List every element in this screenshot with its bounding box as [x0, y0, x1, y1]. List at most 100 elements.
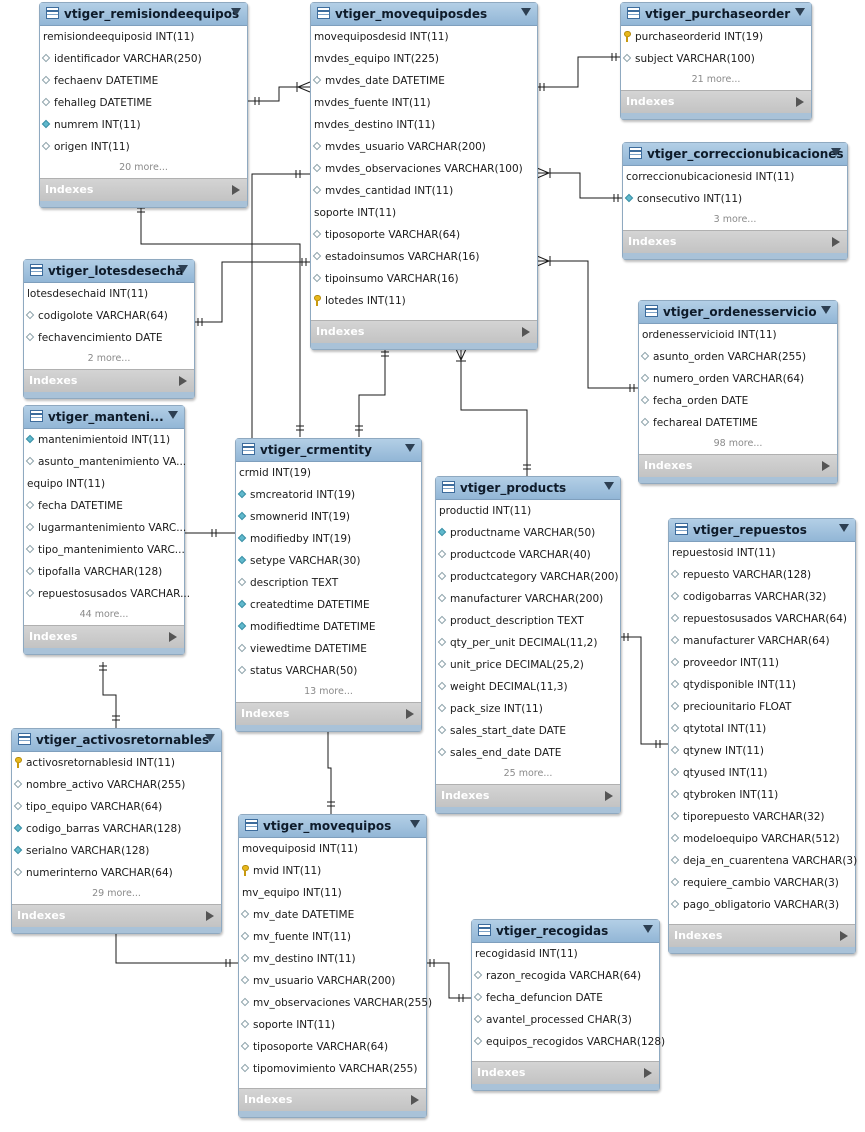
column-row[interactable]: fechaenv DATETIME — [40, 70, 247, 92]
column-row[interactable]: pack_size INT(11) — [436, 698, 620, 720]
column-row[interactable]: product_description TEXT — [436, 610, 620, 632]
column-row[interactable]: tiposoporte VARCHAR(64) — [239, 1036, 426, 1058]
indexes-footer[interactable]: Indexes — [24, 625, 184, 648]
column-row[interactable]: tiporepuesto VARCHAR(32) — [669, 806, 855, 828]
more-columns-label[interactable]: 98 more... — [713, 438, 763, 449]
column-row[interactable]: qtydisponible INT(11) — [669, 674, 855, 696]
table-header[interactable]: vtiger_recogidas — [472, 920, 659, 943]
column-row[interactable]: description TEXT — [236, 572, 421, 594]
expand-arrow-icon[interactable] — [822, 461, 830, 471]
indexes-footer[interactable]: Indexes — [623, 230, 847, 253]
collapse-arrow-icon[interactable] — [178, 265, 188, 273]
column-row[interactable]: movequiposdesid INT(11) — [311, 26, 537, 48]
column-row[interactable]: modifiedtime DATETIME — [236, 616, 421, 638]
column-row[interactable]: tipoinsumo VARCHAR(16) — [311, 268, 537, 290]
expand-arrow-icon[interactable] — [644, 1068, 652, 1078]
indexes-footer[interactable]: Indexes — [669, 924, 855, 947]
column-row[interactable]: proveedor INT(11) — [669, 652, 855, 674]
column-row[interactable]: fecha DATETIME — [24, 495, 184, 517]
table-header[interactable]: vtiger_ordenesservicio — [639, 301, 837, 324]
column-row[interactable]: remisiondeequiposid INT(11) — [40, 26, 247, 48]
column-row[interactable]: repuesto VARCHAR(128) — [669, 564, 855, 586]
more-columns-label[interactable]: 20 more... — [119, 162, 168, 173]
column-row[interactable]: fecha_orden DATE — [639, 390, 837, 412]
column-row[interactable]: productcode VARCHAR(40) — [436, 544, 620, 566]
column-row[interactable]: serialno VARCHAR(128) — [12, 840, 221, 862]
collapse-arrow-icon[interactable] — [795, 8, 805, 16]
column-row[interactable]: activosretornablesid INT(11) — [12, 752, 221, 774]
expand-arrow-icon[interactable] — [169, 632, 177, 642]
column-row[interactable]: mvdes_destino INT(11) — [311, 114, 537, 136]
column-row[interactable]: status VARCHAR(50) — [236, 660, 421, 682]
column-row[interactable]: origen INT(11) — [40, 136, 247, 158]
column-row[interactable]: setype VARCHAR(30) — [236, 550, 421, 572]
column-row[interactable]: movequiposid INT(11) — [239, 838, 426, 860]
table-header[interactable]: vtiger_products — [436, 477, 620, 500]
column-row[interactable]: avantel_processed CHAR(3) — [472, 1009, 659, 1031]
column-row[interactable]: mvdes_cantidad INT(11) — [311, 180, 537, 202]
indexes-footer[interactable]: Indexes — [12, 904, 221, 927]
indexes-footer[interactable]: Indexes — [40, 178, 247, 201]
column-row[interactable]: mvdes_date DATETIME — [311, 70, 537, 92]
column-row[interactable]: qtynew INT(11) — [669, 740, 855, 762]
column-row[interactable]: tipo_equipo VARCHAR(64) — [12, 796, 221, 818]
column-row[interactable]: fehalleg DATETIME — [40, 92, 247, 114]
column-row[interactable]: qtyused INT(11) — [669, 762, 855, 784]
column-row[interactable]: modeloequipo VARCHAR(512) — [669, 828, 855, 850]
column-row[interactable]: sales_end_date DATE — [436, 742, 620, 764]
expand-arrow-icon[interactable] — [796, 97, 804, 107]
indexes-footer[interactable]: Indexes — [236, 702, 421, 725]
expand-arrow-icon[interactable] — [522, 327, 530, 337]
column-row[interactable]: asunto_mantenimiento VA... — [24, 451, 186, 473]
column-row[interactable]: preciounitario FLOAT — [669, 696, 855, 718]
collapse-arrow-icon[interactable] — [205, 734, 215, 742]
table-header[interactable]: vtiger_activosretornables — [12, 729, 221, 752]
column-row[interactable]: fechareal DATETIME — [639, 412, 837, 434]
column-row[interactable]: smownerid INT(19) — [236, 506, 421, 528]
expand-arrow-icon[interactable] — [605, 791, 613, 801]
more-columns-label[interactable]: 29 more... — [92, 888, 141, 899]
collapse-arrow-icon[interactable] — [831, 148, 841, 156]
expand-arrow-icon[interactable] — [179, 376, 187, 386]
column-row[interactable]: mv_observaciones VARCHAR(255) — [239, 992, 432, 1014]
column-row[interactable]: sales_start_date DATE — [436, 720, 620, 742]
collapse-arrow-icon[interactable] — [168, 411, 178, 419]
expand-arrow-icon[interactable] — [832, 237, 840, 247]
collapse-arrow-icon[interactable] — [521, 8, 531, 16]
column-row[interactable]: lotedes INT(11) — [311, 290, 537, 312]
column-row[interactable]: requiere_cambio VARCHAR(3) — [669, 872, 855, 894]
column-row[interactable]: equipos_recogidos VARCHAR(128) — [472, 1031, 665, 1053]
more-columns-label[interactable]: 3 more... — [713, 214, 757, 225]
more-columns-label[interactable]: 44 more... — [79, 609, 129, 620]
indexes-footer[interactable]: Indexes — [472, 1061, 659, 1084]
column-row[interactable]: lugarmantenimiento VARC... — [24, 517, 186, 539]
expand-arrow-icon[interactable] — [232, 185, 240, 195]
table-header[interactable]: vtiger_remisiondeequipos — [40, 3, 247, 26]
table-header[interactable]: vtiger_movequiposdes — [311, 3, 537, 26]
column-row[interactable]: deja_en_cuarentena VARCHAR(3) — [669, 850, 857, 872]
column-row[interactable]: subject VARCHAR(100) — [621, 48, 811, 70]
indexes-footer[interactable]: Indexes — [639, 454, 837, 477]
column-row[interactable]: smcreatorid INT(19) — [236, 484, 421, 506]
collapse-arrow-icon[interactable] — [604, 482, 614, 490]
column-row[interactable]: qtytotal INT(11) — [669, 718, 855, 740]
column-row[interactable]: manufacturer VARCHAR(200) — [436, 588, 620, 610]
column-row[interactable]: tipo_mantenimiento VARC... — [24, 539, 185, 561]
indexes-footer[interactable]: Indexes — [24, 369, 194, 392]
column-row[interactable]: fechavencimiento DATE — [24, 327, 194, 349]
table-header[interactable]: vtiger_lotesdesecha — [24, 260, 194, 283]
indexes-footer[interactable]: Indexes — [621, 90, 811, 113]
expand-arrow-icon[interactable] — [411, 1095, 419, 1105]
collapse-arrow-icon[interactable] — [410, 820, 420, 828]
collapse-arrow-icon[interactable] — [821, 306, 831, 314]
